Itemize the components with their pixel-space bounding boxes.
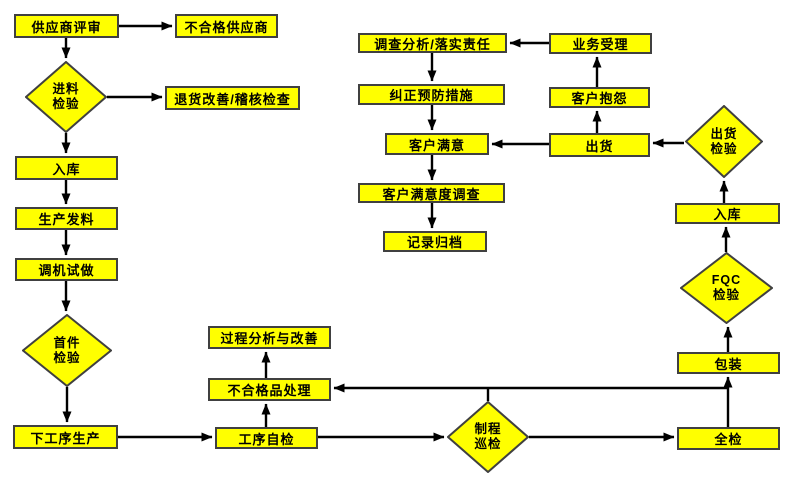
node-label: 全检 [714,432,743,447]
node-satisfaction-survey: 客户满意度调查 [358,183,505,203]
node-shipping: 出货 [549,133,650,157]
diamond-shape [22,314,112,387]
node-label: 客户满意 [408,137,465,153]
node-process-analysis-improve: 过程分析与改善 [208,326,331,349]
diamond-shape [680,252,773,324]
node-label: 客户满意度调查 [382,186,481,202]
node-label: 供应商评审 [31,19,102,35]
node-warehouse-in-left: 入库 [15,156,118,180]
diamond-shape [25,61,107,133]
node-production-material-issue: 生产发料 [15,207,118,230]
node-label: 记录归档 [406,235,463,250]
node-return-improvement-audit: 退货改善/稽核检查 [165,86,300,110]
diamond-shape [447,401,529,473]
node-full-inspection: 全检 [677,427,780,450]
node-label: 出货 [585,138,614,154]
node-unqualified-supplier: 不合格供应商 [175,14,278,38]
node-label: 制程 巡检 [474,422,502,451]
node-label: 不合格供应商 [184,19,269,35]
node-first-article-inspection: 首件 检验 [22,314,112,387]
node-label: 生产发料 [38,212,95,227]
node-packaging: 包装 [677,352,780,374]
node-process-self-check: 工序自检 [215,427,318,449]
node-label: 首件 检验 [53,335,81,365]
node-label: 客户抱怨 [571,91,628,106]
node-customer-complaint: 客户抱怨 [549,87,650,108]
node-investigation-responsibility: 调查分析/落实责任 [358,33,507,53]
node-shipping-inspection: 出货 检验 [685,105,763,178]
node-customer-satisfaction: 客户满意 [385,133,489,155]
node-fqc-inspection: FQC 检验 [680,252,773,324]
node-label: 过程分析与改善 [220,331,319,346]
node-record-archiving: 记录归档 [383,231,487,252]
node-label: 退货改善/稽核检查 [174,91,291,107]
node-incoming-inspection: 进料 检验 [25,61,107,133]
node-label: 业务受理 [572,37,629,52]
node-corrective-preventive: 纠正预防措施 [358,84,505,105]
node-label: 调查分析/落实责任 [374,36,491,52]
node-label: 出货 检验 [710,126,738,156]
node-machine-setup-trial: 调机试做 [15,258,118,281]
node-label: FQC 检验 [711,273,742,302]
node-label: 包装 [714,356,743,372]
node-label: 入库 [52,161,81,177]
node-warehouse-in-right: 入库 [675,203,780,224]
node-label: 入库 [713,207,742,222]
node-process-patrol-inspection: 制程 巡检 [447,401,529,473]
node-supplier-review: 供应商评审 [14,14,119,38]
node-next-process-production: 下工序生产 [13,425,118,449]
node-label: 工序自检 [238,431,295,447]
node-nonconforming-handling: 不合格品处理 [208,378,331,401]
node-label: 纠正预防措施 [389,88,474,103]
node-label: 不合格品处理 [227,383,312,398]
node-label: 调机试做 [38,263,95,278]
node-label: 进料 检验 [52,82,80,111]
node-label: 下工序生产 [30,430,101,446]
node-business-acceptance: 业务受理 [549,33,652,54]
diamond-shape [685,105,763,178]
